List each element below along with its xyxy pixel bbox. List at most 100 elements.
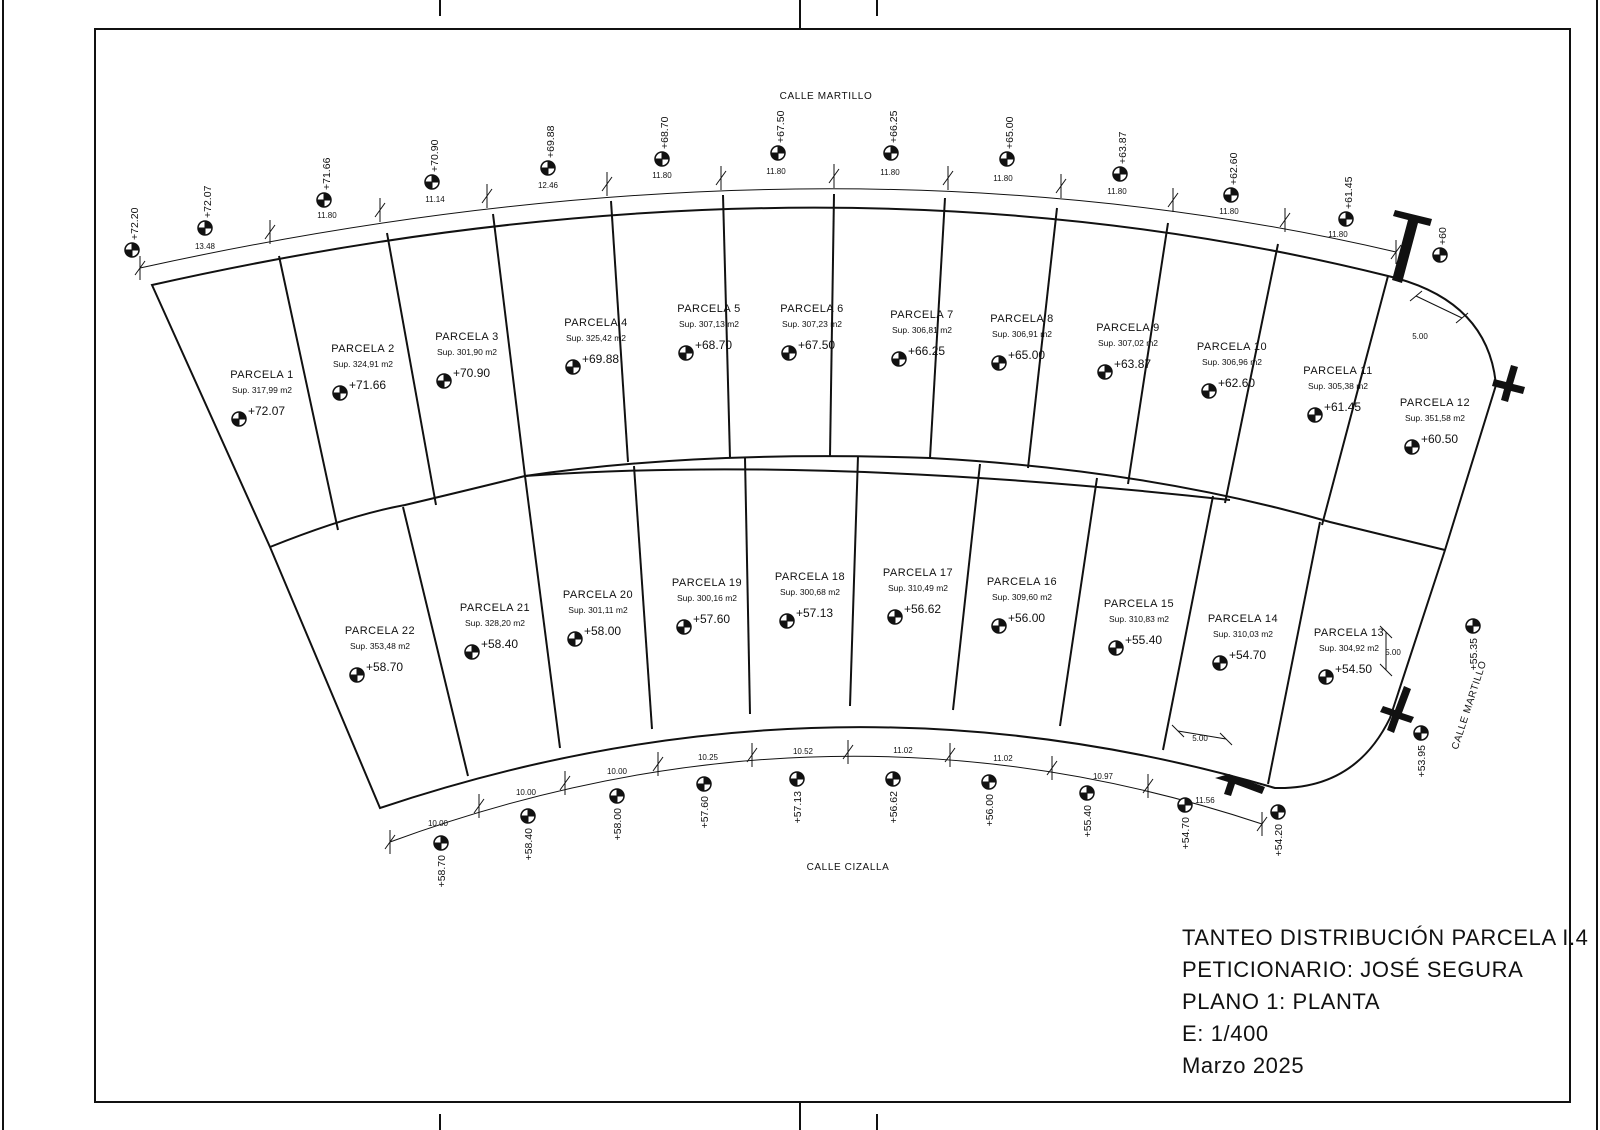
parcel-name: PARCELA 8 (990, 313, 1054, 325)
level-marker-icon (197, 220, 213, 236)
parcel-name: PARCELA 3 (435, 331, 499, 343)
parcel-elevation: +71.66 (349, 378, 386, 392)
level-marker-icon (991, 355, 1007, 371)
street-elevation: +67.50 (775, 110, 787, 143)
parcel-area: Sup. 307,23 m2 (782, 319, 842, 329)
level-marker-icon (1404, 439, 1420, 455)
level-marker-icon (231, 411, 247, 427)
level-marker-icon (1338, 211, 1354, 227)
level-marker-icon (540, 160, 556, 176)
frontage-dimension: 11.02 (993, 754, 1013, 763)
frontage-dimension: 11.80 (880, 168, 900, 177)
parcel-name: PARCELA 22 (345, 625, 415, 637)
frontage-dimension: 11.80 (1107, 187, 1127, 196)
frontage-dimension: 11.80 (766, 167, 786, 176)
block-boundary (150, 206, 1498, 810)
street-elevation: +70.90 (429, 139, 441, 172)
frontage-dimension: 11.80 (993, 174, 1013, 183)
level-marker-icon (676, 619, 692, 635)
title-block-line: PLANO 1: PLANTA (1182, 989, 1380, 1014)
street-elevation: +58.70 (436, 855, 448, 888)
street-elevation: +56.62 (888, 791, 900, 824)
street-elevation: +56.00 (984, 794, 996, 827)
top-dimension-line (139, 188, 1397, 269)
parcel-elevation: +69.88 (582, 352, 619, 366)
corner-dim-label: 5.00 (1192, 734, 1208, 743)
level-marker-icon (1177, 797, 1193, 813)
frontage-dimension: 10.97 (1093, 772, 1114, 781)
frontage-dimension: 11.02 (893, 746, 913, 755)
parcel-area: Sup. 317,99 m2 (232, 385, 292, 395)
parcel-name: PARCELA 18 (775, 571, 845, 583)
parcel-area: Sup. 301,90 m2 (437, 347, 497, 357)
parcel-name: PARCELA 10 (1197, 341, 1267, 353)
title-block-line: TANTEO DISTRIBUCIÓN PARCELA I.4 (1182, 925, 1589, 950)
level-marker-icon (1079, 785, 1095, 801)
street-elevation: +55.35 (1468, 638, 1480, 671)
dimension-ticks (134, 164, 1402, 854)
parcel-elevation: +54.70 (1229, 648, 1266, 662)
parcel-area: Sup. 309,60 m2 (992, 592, 1052, 602)
street-elevation: +53.95 (1416, 745, 1428, 778)
level-marker-icon (332, 385, 348, 401)
title-block-line: E: 1/400 (1182, 1021, 1269, 1046)
level-marker-icon (696, 776, 712, 792)
parcel-area: Sup. 353,48 m2 (350, 641, 410, 651)
level-marker-icon (1318, 669, 1334, 685)
level-marker-icon (1465, 618, 1481, 634)
parcel-name: PARCELA 20 (563, 589, 633, 601)
parcel-name: PARCELA 4 (564, 317, 628, 329)
frontage-dimension: 12.46 (538, 181, 559, 190)
parcel-area: Sup. 306,91 m2 (992, 329, 1052, 339)
parcel-name: PARCELA 14 (1208, 613, 1278, 625)
parcel-name: PARCELA 5 (677, 303, 741, 315)
bottom-dimension-line (389, 755, 1263, 843)
title-block-line: PETICIONARIO: JOSÉ SEGURA (1182, 957, 1523, 982)
level-marker-icon (1413, 725, 1429, 741)
street-elevation: +72.07 (202, 185, 214, 218)
parcel-area: Sup. 324,91 m2 (333, 359, 393, 369)
level-marker-icon (436, 373, 452, 389)
frontage-dimension: 10.00 (516, 788, 537, 797)
parcel: PARCELA 3 Sup. 301,90 m2 +70.90 (435, 331, 499, 380)
level-marker-icon (999, 151, 1015, 167)
level-marker-icon (1108, 640, 1124, 656)
parcel-elevation: +70.90 (453, 366, 490, 380)
corner-dim-label: 5.00 (1412, 332, 1428, 341)
street-elevation: +55.40 (1082, 805, 1094, 838)
level-marker-icon (464, 644, 480, 660)
level-marker-icon (885, 771, 901, 787)
frontage-dimension: 10.25 (698, 753, 719, 762)
level-marker-icon (678, 345, 694, 361)
street-top-label: CALLE MARTILLO (780, 91, 873, 102)
parcel-area: Sup. 310,03 m2 (1213, 629, 1273, 639)
street-elevation: +71.66 (321, 157, 333, 190)
parcel-elevation: +58.40 (481, 637, 518, 651)
corner-dimension-lines (1171, 290, 1469, 746)
road-end-marks (1215, 210, 1525, 796)
level-marker-icon (654, 151, 670, 167)
parcel-area: Sup. 306,96 m2 (1202, 357, 1262, 367)
parcel-elevation: +60.50 (1421, 432, 1458, 446)
level-marker-icon (1223, 187, 1239, 203)
parcel-area: Sup. 307,02 m2 (1098, 338, 1158, 348)
parcel-name: PARCELA 7 (890, 309, 954, 321)
level-marker-icon (609, 788, 625, 804)
parcel-name: PARCELA 13 (1314, 627, 1384, 639)
inner-lane-edge (524, 468, 1231, 501)
level-marker-icon (1201, 383, 1217, 399)
